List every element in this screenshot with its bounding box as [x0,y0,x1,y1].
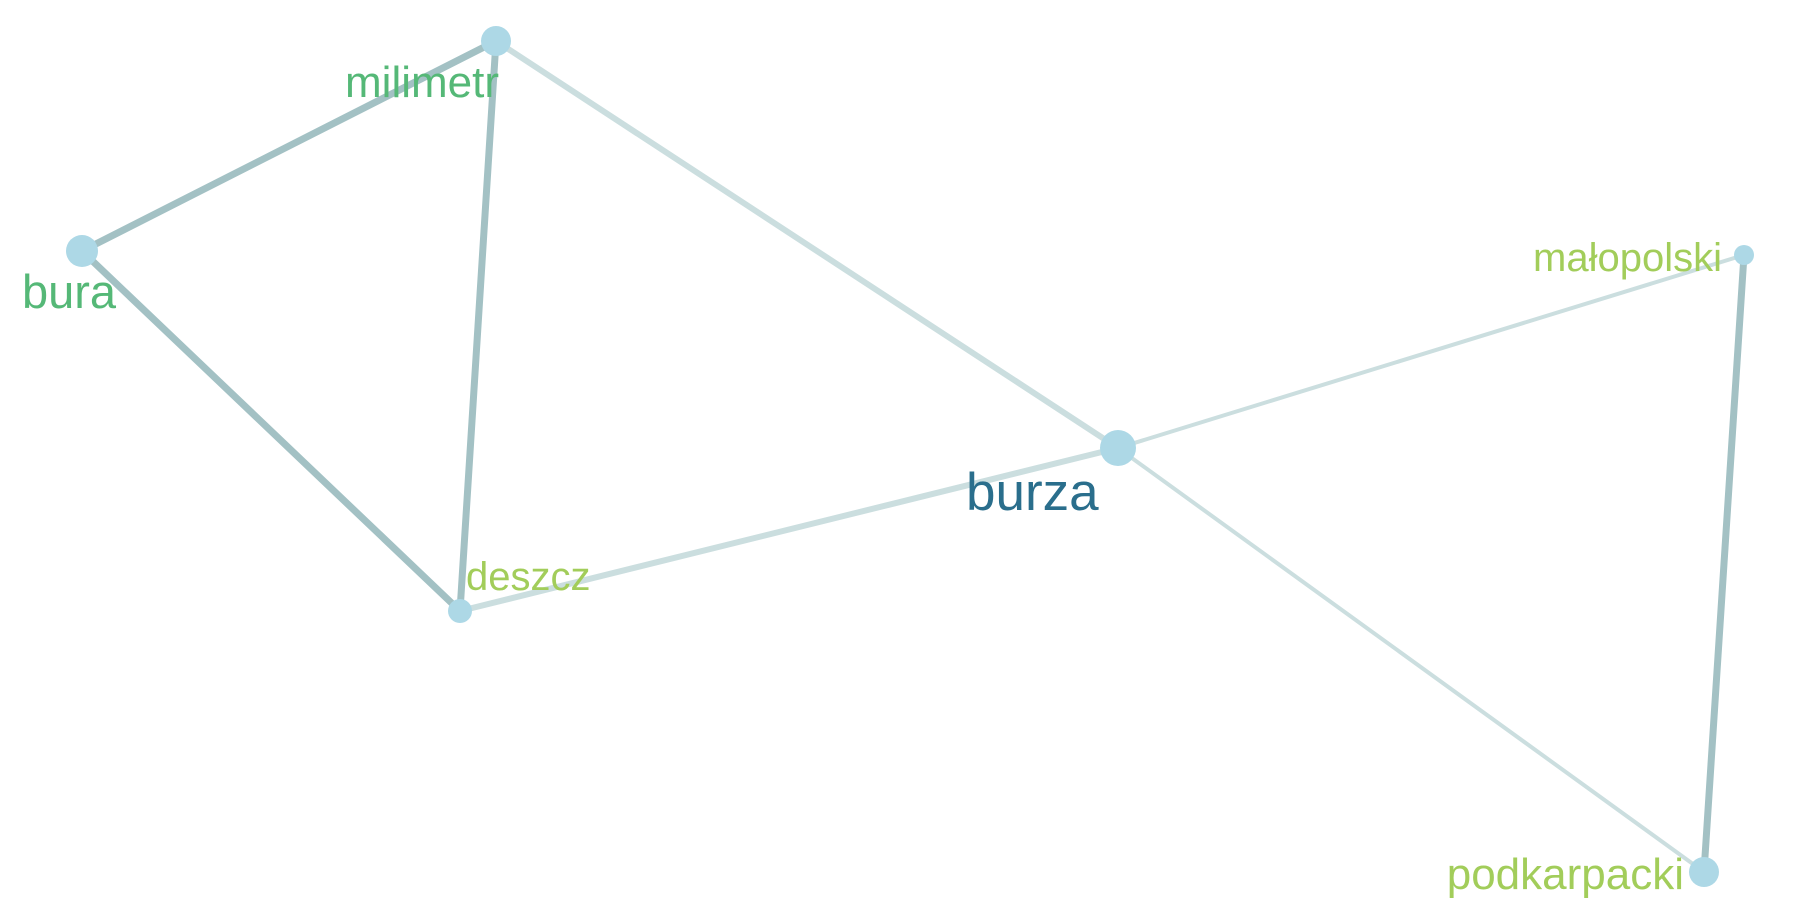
edge-burza-podkarpacki [1116,446,1706,874]
labels-layer: milimetr bura burza deszcz małopolski podkarp… [22,58,1722,899]
node-label-bura: bura [22,265,117,318]
edge-bura-deszcz [78,247,464,615]
edge-milimetr-bura [78,37,500,255]
node-label-podkarpacki: podkarpacki [1447,850,1684,899]
node-deszcz[interactable] [448,599,472,623]
edge-burza-malopolski [1116,253,1746,450]
node-burza[interactable] [1100,430,1136,466]
node-label-malopolski: małopolski [1533,236,1722,280]
edges-layer [78,37,1748,876]
node-malopolski[interactable] [1734,245,1754,265]
node-label-milimetr: milimetr [345,58,499,107]
node-milimetr[interactable] [481,26,511,56]
node-label-burza: burza [966,463,1099,522]
edge-deszcz-burza [457,445,1121,614]
node-podkarpacki[interactable] [1689,857,1719,887]
node-bura[interactable] [66,235,98,267]
nodes-layer [66,26,1754,887]
edge-malopolski-podkarpacki [1700,251,1748,876]
node-label-deszcz: deszcz [466,555,591,599]
edge-milimetr-burza [493,38,1121,451]
edge-milimetr-deszcz [456,37,500,615]
